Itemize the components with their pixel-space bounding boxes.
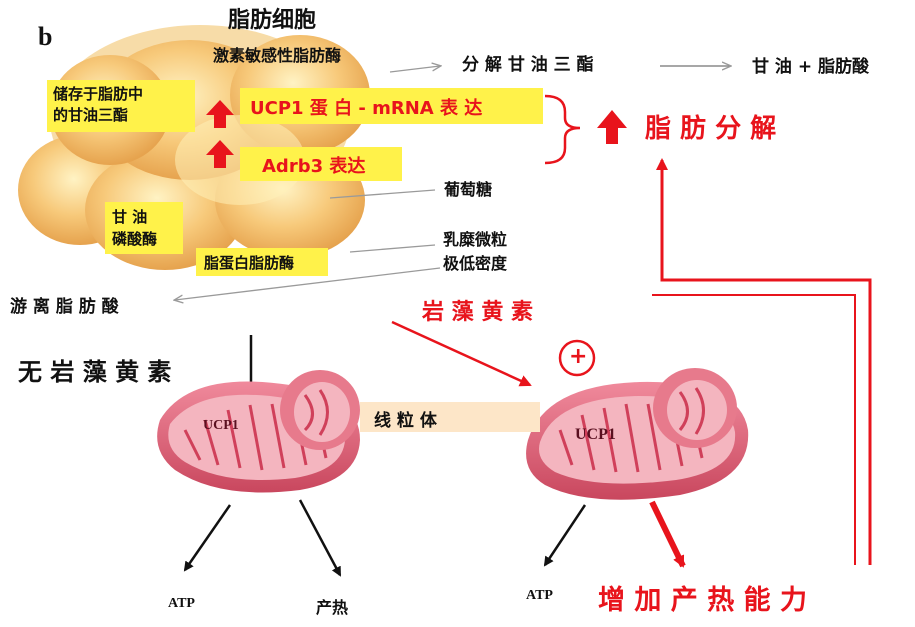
- feedback-line-outer: [656, 158, 872, 565]
- lpl-label: 脂蛋白脂肪酶: [204, 254, 295, 272]
- mitochondria-label-box: [360, 402, 540, 432]
- big-up-arrow-icon: [597, 110, 627, 144]
- hormone-lipase-label: 激素敏感性脂肪酶: [213, 46, 342, 65]
- ucp1-right-label: UCP1: [575, 426, 616, 443]
- glycerol-kinase-box: [105, 202, 183, 254]
- lpl-box: [196, 248, 328, 276]
- arrow-increase-heat: [649, 500, 686, 568]
- glycerol-kinase-label: 甘 油 磷酸酶: [112, 208, 158, 248]
- up-arrow-icon: [206, 100, 234, 128]
- feedback-line-inner: [652, 294, 856, 565]
- no-fucoxanthin-label: 无 岩 藻 黄 素: [18, 358, 172, 386]
- fucoxanthin-arrow: [391, 320, 532, 387]
- adrb3-box: [240, 147, 402, 181]
- adrb3-label: Adrb3 表达: [262, 156, 366, 177]
- stored-tg-box: [47, 80, 195, 132]
- red-brace: [544, 94, 581, 165]
- diagram-title: 脂肪细胞: [228, 8, 317, 33]
- ucp1-mrna-box: [240, 88, 543, 124]
- atp-right-label: ATP: [526, 588, 553, 603]
- lipolysis-label: 脂 肪 分 解: [645, 114, 777, 144]
- arrow-atp-left: [183, 504, 232, 572]
- plus-circle: [558, 339, 596, 377]
- mitochondrion-left-icon: [157, 370, 360, 493]
- panel-letter: b: [38, 22, 53, 51]
- chylomicron-label: 乳糜微粒 极低密度: [443, 230, 508, 273]
- arrow-atp-right: [543, 504, 587, 567]
- mitochondrion-right-icon: [526, 368, 749, 500]
- decompose-tg-label: 分 解 甘 油 三 酯: [462, 55, 594, 75]
- free-fa-label: 游 离 脂 肪 酸: [10, 297, 119, 317]
- arrow-glucose: [329, 189, 436, 199]
- increase-heat-label: 增 加 产 热 能 力: [598, 585, 807, 616]
- arrow-to-decompose: [389, 66, 440, 73]
- ucp1-left-label: UCP1: [203, 418, 239, 433]
- plus-sign: +: [569, 344, 588, 369]
- atp-left-label: ATP: [168, 596, 195, 611]
- arrow-heat-left: [298, 499, 342, 577]
- ucp1-mrna-label: UCP1 蛋 白 - mRNA 表 达: [250, 98, 483, 119]
- stored-tg-label: 储存于脂肪中 的甘油三酯: [53, 85, 144, 124]
- heat-left-label: 产热: [316, 598, 349, 617]
- glucose-label: 葡萄糖: [444, 180, 493, 199]
- mitochondria-label: 线 粒 体: [374, 411, 437, 431]
- arrow-free-fa: [175, 267, 441, 300]
- fucoxanthin-label: 岩 藻 黄 素: [422, 300, 533, 325]
- arrow-chylomicron: [349, 244, 436, 253]
- up-arrow-icon: [206, 140, 234, 168]
- products-label: 甘 油 + 脂肪酸: [752, 57, 869, 77]
